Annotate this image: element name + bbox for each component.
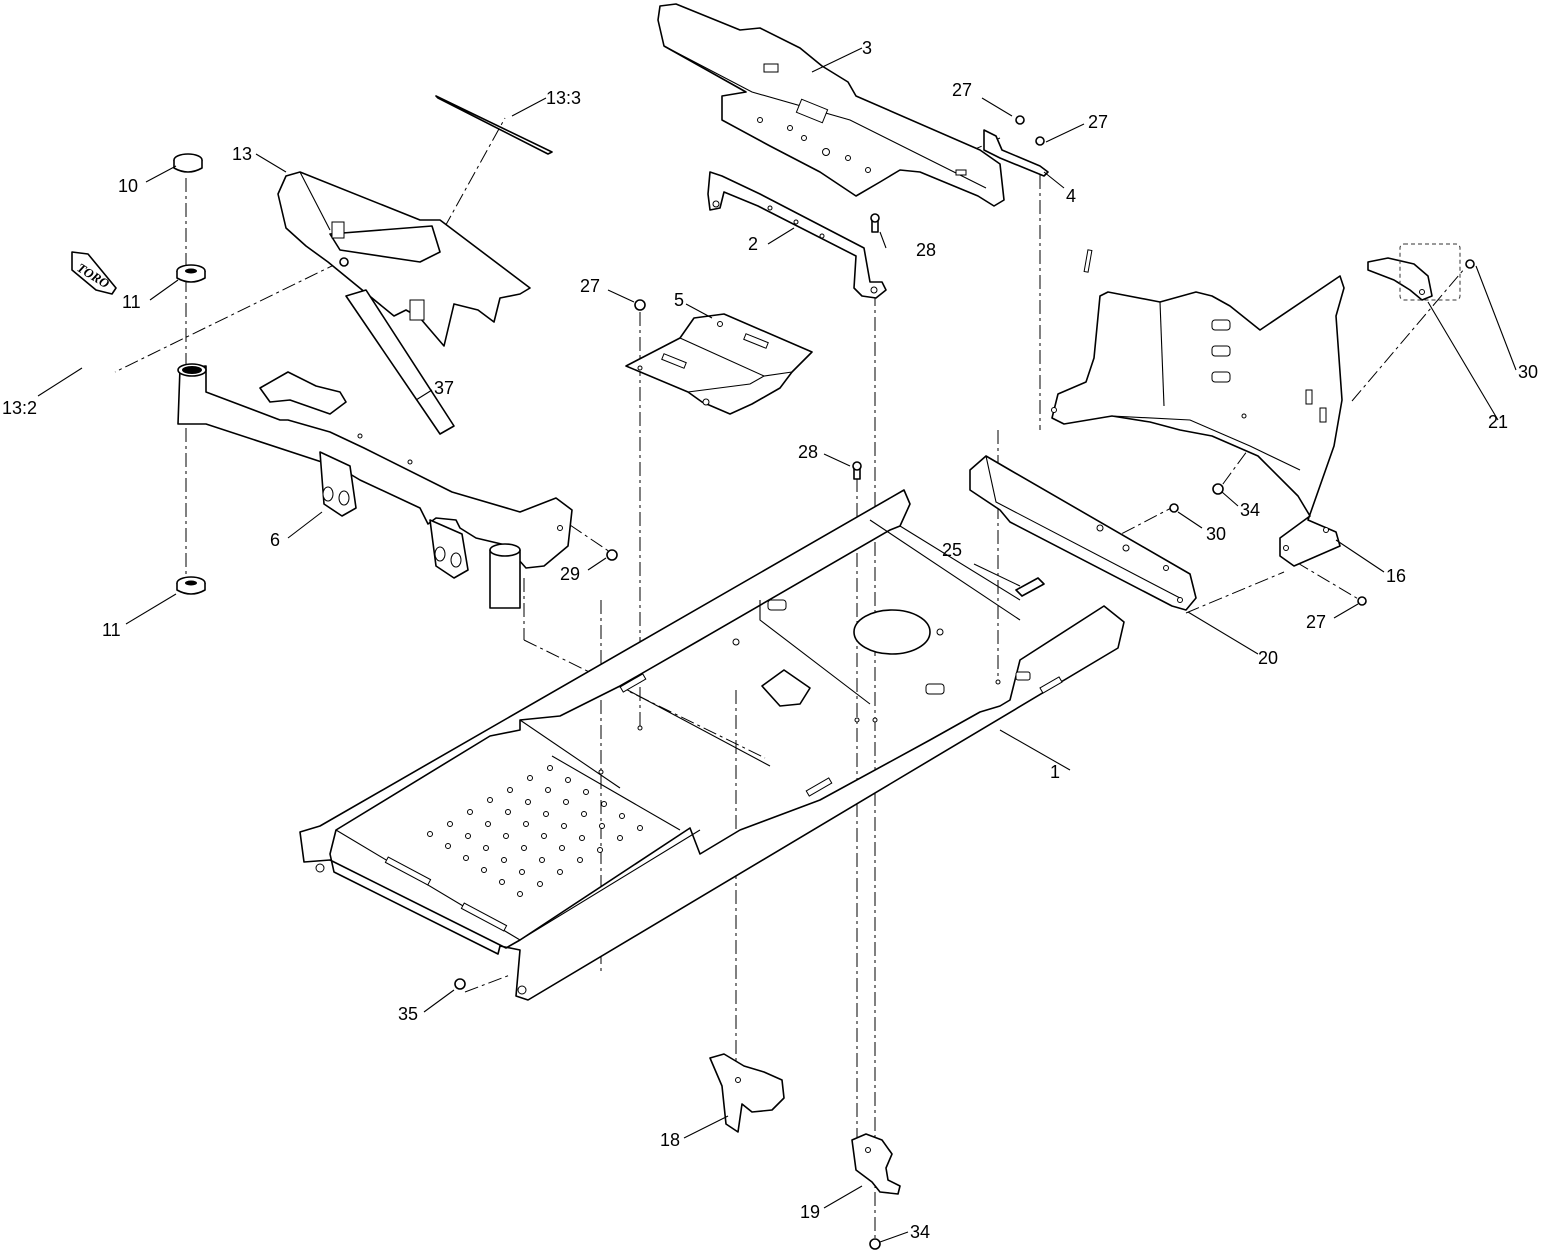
callout-27-a: 27 bbox=[952, 80, 972, 100]
callout-1: 1 bbox=[1050, 762, 1060, 782]
callout-11-upper: 11 bbox=[122, 292, 141, 312]
fastener-27-b bbox=[1035, 136, 1045, 146]
part-11-lower-bearing bbox=[176, 576, 206, 595]
part-18-bracket bbox=[709, 1053, 785, 1133]
callout-13-3: 13:3 bbox=[546, 88, 581, 108]
part-21-bracket bbox=[1367, 257, 1433, 301]
callout-27-b: 27 bbox=[1088, 112, 1108, 132]
callout-labels: 1 2 3 4 5 6 10 11 11 13 13:2 13:3 16 18 … bbox=[2, 38, 1538, 1242]
part-13-3-decal bbox=[435, 95, 553, 155]
callout-18: 18 bbox=[660, 1130, 680, 1150]
callout-37: 37 bbox=[434, 378, 454, 398]
part-5-mount-plate bbox=[625, 313, 813, 415]
part-11-upper-bearing bbox=[176, 264, 206, 283]
callout-30-b: 30 bbox=[1206, 524, 1226, 544]
callout-13-2: 13:2 bbox=[2, 398, 37, 418]
fastener-34-a bbox=[1212, 483, 1224, 495]
callout-10: 10 bbox=[118, 176, 138, 196]
callout-28-b: 28 bbox=[798, 442, 818, 462]
callout-28-a: 28 bbox=[916, 240, 936, 260]
part-3-console-plate bbox=[657, 3, 1005, 207]
part-10-cap bbox=[173, 153, 203, 173]
callout-34-b: 34 bbox=[910, 1222, 930, 1242]
callout-13: 13 bbox=[232, 144, 252, 164]
callout-25: 25 bbox=[942, 540, 962, 560]
callout-34-a: 34 bbox=[1240, 500, 1260, 520]
deck-perforation-grid bbox=[427, 765, 643, 897]
callout-2: 2 bbox=[748, 234, 758, 254]
callout-11-lower: 11 bbox=[102, 620, 121, 640]
fastener-27-a bbox=[1015, 115, 1025, 125]
fastener-29 bbox=[606, 549, 618, 561]
callout-27-d: 27 bbox=[1306, 612, 1326, 632]
part-4-small-bracket bbox=[983, 129, 1049, 177]
part-16-seat-pan bbox=[1051, 249, 1345, 567]
fastener-27-c bbox=[634, 299, 646, 311]
fastener-35 bbox=[454, 978, 466, 990]
callout-21: 21 bbox=[1488, 412, 1508, 432]
fastener-28-a bbox=[870, 213, 880, 233]
callout-20: 20 bbox=[1258, 648, 1278, 668]
callout-19: 19 bbox=[800, 1202, 820, 1222]
part-6-steering-arm bbox=[177, 363, 573, 609]
callout-27-c: 27 bbox=[580, 276, 600, 296]
assembly-center-lines bbox=[114, 117, 1466, 1240]
part-25-tab bbox=[1015, 577, 1045, 597]
callout-16: 16 bbox=[1386, 566, 1406, 586]
callout-6: 6 bbox=[270, 530, 280, 550]
part-13-shroud bbox=[277, 171, 531, 347]
callout-leaders bbox=[37, 47, 1517, 1243]
callout-30-a: 30 bbox=[1518, 362, 1538, 382]
fastener-28-b bbox=[852, 461, 862, 480]
fastener-30-b bbox=[1169, 503, 1179, 513]
callout-29: 29 bbox=[560, 564, 580, 584]
part-19-bracket bbox=[851, 1133, 901, 1195]
part-37-strip bbox=[345, 289, 455, 435]
fastener-shroud-screw bbox=[339, 257, 349, 267]
callout-5: 5 bbox=[674, 290, 684, 310]
fastener-34-b bbox=[869, 1238, 881, 1250]
callout-4: 4 bbox=[1066, 186, 1076, 206]
part-2-bracket bbox=[707, 171, 887, 299]
part-1-main-frame bbox=[299, 489, 1125, 1001]
part-20-cross-bracket bbox=[969, 455, 1197, 611]
part-13-2-decal: TORO bbox=[71, 251, 117, 295]
callout-3: 3 bbox=[862, 38, 872, 58]
callout-35: 35 bbox=[398, 1004, 418, 1024]
fasteners bbox=[339, 115, 1475, 1250]
fastener-30-a bbox=[1465, 259, 1475, 269]
fastener-27-d bbox=[1357, 596, 1367, 606]
